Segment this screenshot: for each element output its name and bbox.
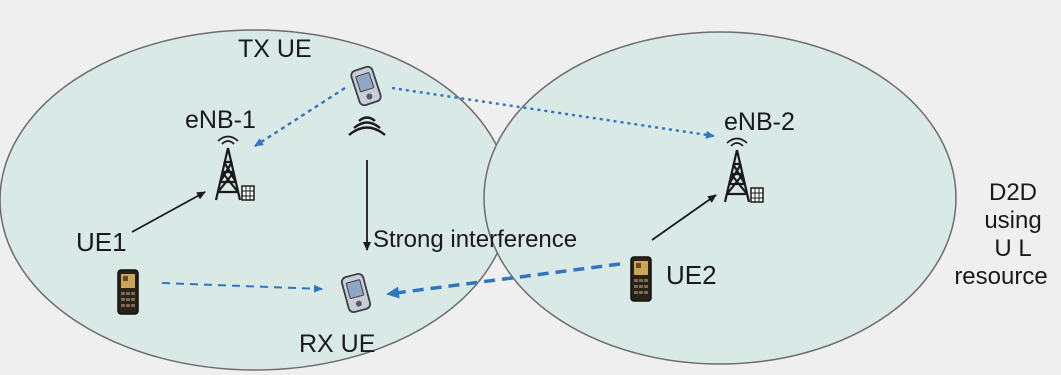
side-note: D2D using U L resource	[954, 179, 1047, 290]
rx-ue-label: RX UE	[299, 330, 375, 358]
cell-2-coverage	[483, 31, 957, 365]
side-note-line-2: using	[984, 207, 1041, 234]
tx-to-enb1-dashed-arrow	[254, 86, 346, 148]
ue2-to-enb2-arrow	[651, 194, 717, 241]
ue2-label: UE2	[666, 260, 717, 290]
wireless-signal-icon	[348, 116, 386, 136]
side-note-line-4: resource	[954, 263, 1047, 290]
ue1-to-rx-dashed-arrow	[161, 282, 323, 293]
interference-ue2-to-rx-arrow	[386, 262, 621, 299]
cell-1-coverage	[0, 29, 511, 371]
tx-to-enb2-dotted-arrow	[391, 86, 715, 139]
enb2-label: eNB-2	[724, 108, 795, 136]
ue1-to-enb1-arrow	[131, 191, 206, 233]
ue1-phone-icon	[117, 269, 139, 315]
enb1-label: eNB-1	[185, 106, 256, 134]
tx-ue-label: TX UE	[238, 35, 312, 63]
side-note-line-1: D2D	[989, 179, 1037, 206]
interference-label: Strong interference	[373, 226, 577, 253]
ue2-phone-icon	[630, 256, 652, 302]
ue1-label: UE1	[76, 227, 127, 257]
side-note-line-3: U L	[994, 235, 1031, 262]
